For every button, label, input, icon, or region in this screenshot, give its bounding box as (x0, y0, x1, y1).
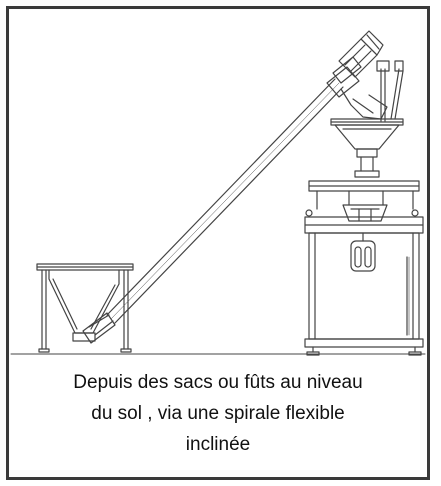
caption-line-1: Depuis des sacs ou fûts au niveau (73, 372, 363, 393)
screw-motor (326, 30, 384, 98)
inclined-screw-conveyor (106, 78, 344, 324)
discharge-chute (340, 60, 404, 122)
caption-line-3: inclinée (185, 434, 251, 455)
figure-frame: Depuis des sacs ou fûts au niveau du sol… (6, 6, 430, 480)
auger-filler-hopper (330, 118, 404, 178)
packaging-machine (304, 180, 424, 356)
floor-hopper (36, 263, 134, 353)
figure-caption: Depuis des sacs ou fûts au niveau du sol… (17, 367, 419, 460)
machine-diagram (10, 30, 426, 356)
caption-line-2: du sol , via une spirale flexible (91, 403, 345, 424)
